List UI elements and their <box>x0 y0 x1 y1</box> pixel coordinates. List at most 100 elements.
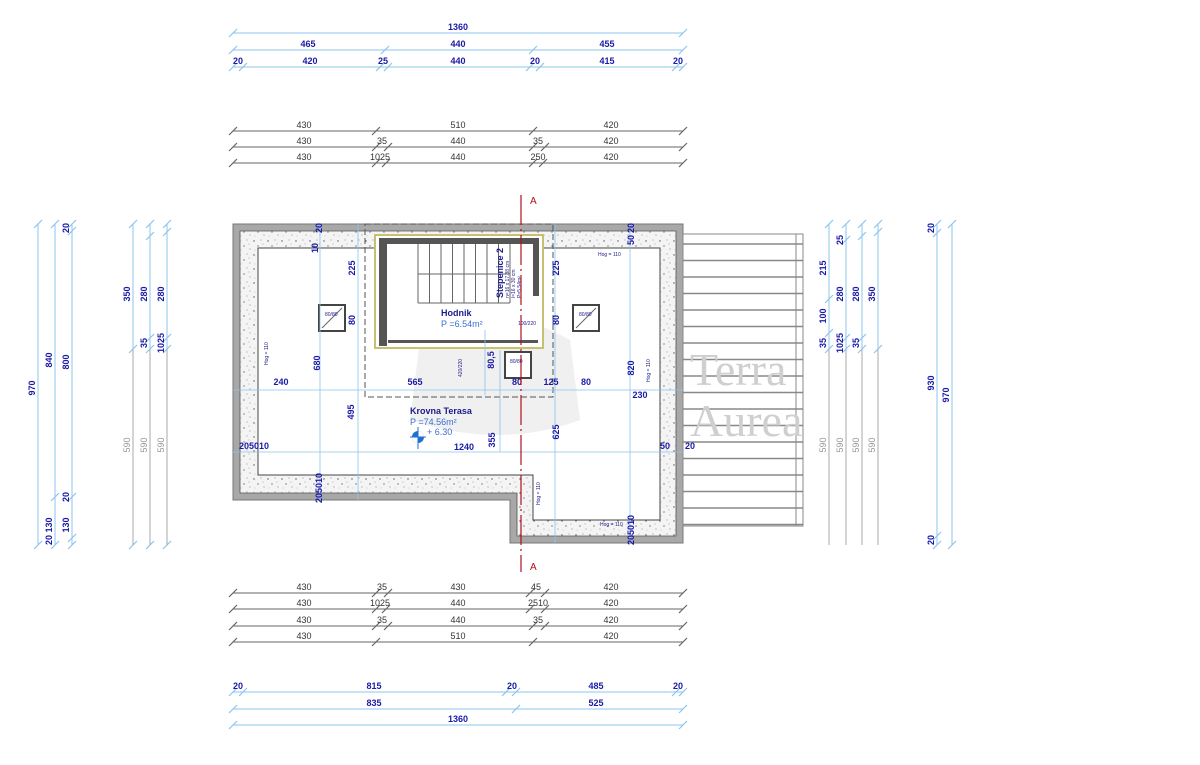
dimension-tick <box>525 588 535 598</box>
dimension-label: 2510 <box>528 598 548 608</box>
dimension-tick <box>228 45 238 55</box>
dimension-tick <box>238 62 248 72</box>
right-gray-dim: 590 <box>818 349 830 545</box>
right-gray-dim: 590 <box>851 349 863 545</box>
dimension-label: 215 <box>818 260 828 275</box>
dimension-tick <box>528 126 538 136</box>
dimension-tick <box>162 333 172 343</box>
interior-dimension-label: 420/220 <box>458 359 464 377</box>
left-outer-970: 970 <box>27 219 43 550</box>
parapet-height-label: Hog = 110 <box>264 342 270 365</box>
dimension-tick <box>33 219 43 229</box>
skylight-left: 80/80 <box>318 304 346 332</box>
section-line-a: A A <box>520 195 537 573</box>
dimension-label: 440 <box>450 136 465 146</box>
dimension-label: 420 <box>603 598 618 608</box>
room-area-krovna-terasa: P =74.56m² <box>410 417 457 427</box>
dimension-tick <box>841 333 851 343</box>
dimension-label: 250 <box>530 152 545 162</box>
stair-label: Stepenice 2 n=16 x 17.38 cm l=16 x 30 cm… <box>495 248 523 298</box>
parapet-height-label: Hog = 110 <box>536 482 542 505</box>
dimension-tick <box>841 235 851 245</box>
dimension-label: 430 <box>296 152 311 162</box>
dimension-tick <box>228 588 238 598</box>
dimension-tick <box>678 604 688 614</box>
dimension-label: 130 <box>44 517 54 532</box>
interior-dimension-label: 495 <box>346 404 356 419</box>
dimension-label: 840 <box>44 352 54 367</box>
interior-dimension-label: 80 <box>347 315 357 325</box>
dimension-tick <box>501 687 511 697</box>
dimension-tick <box>67 219 77 229</box>
dimension-label: 420 <box>603 615 618 625</box>
dimension-label: 1360 <box>448 22 468 32</box>
dimension-tick <box>383 62 393 72</box>
dimension-label: 280 <box>156 286 166 301</box>
left-inner-1: 350 <box>122 219 138 550</box>
interior-dimension-label: 820 <box>626 360 636 375</box>
dimension-label: 430 <box>296 582 311 592</box>
dimension-tick <box>932 228 942 238</box>
dimension-label: 415 <box>599 56 614 66</box>
dimension-tick <box>538 158 548 168</box>
dimension-tick <box>857 231 867 241</box>
svg-text:80/80: 80/80 <box>579 312 592 318</box>
dimension-label: 1360 <box>448 714 468 724</box>
dimension-label: 20 <box>926 223 936 233</box>
dimension-label: 35 <box>377 136 387 146</box>
dimension-tick <box>678 588 688 598</box>
dimension-tick <box>145 219 155 229</box>
dimension-label: 835 <box>366 698 381 708</box>
dimension-tick <box>528 637 538 647</box>
interior-dimension-label: 80 <box>581 377 591 387</box>
dimension-tick <box>128 219 138 229</box>
dimension-tick <box>540 142 550 152</box>
dimension-label: 280 <box>851 286 861 301</box>
dimension-tick <box>947 219 957 229</box>
dimension-tick <box>371 126 381 136</box>
dimension-tick <box>228 62 238 72</box>
dimension-label: 455 <box>599 39 614 49</box>
room-name-hodnik: Hodnik <box>441 308 472 318</box>
dimension-tick <box>873 227 883 237</box>
dimension-tick <box>932 531 942 541</box>
dimension-label: 465 <box>300 39 315 49</box>
right-gray-dim: 590 <box>835 349 847 545</box>
dimension-tick <box>678 704 688 714</box>
dimension-tick <box>824 328 834 338</box>
dimension-tick <box>228 687 238 697</box>
dimension-tick <box>228 158 238 168</box>
dimension-label: 130 <box>61 517 71 532</box>
dimension-tick <box>50 219 60 229</box>
svg-text:Stepenice 2: Stepenice 2 <box>495 248 505 298</box>
left-gray-dim: 590 <box>156 349 168 545</box>
section-mark-bottom: A <box>530 562 537 573</box>
dimension-tick <box>528 142 538 152</box>
dimension-label: 510 <box>450 120 465 130</box>
dimension-label: 440 <box>450 615 465 625</box>
dimension-tick <box>228 604 238 614</box>
interior-dimension-label: 205010 <box>314 473 324 503</box>
dimension-label: 35 <box>139 338 149 348</box>
dimension-tick <box>238 687 248 697</box>
dimension-label: 35 <box>377 615 387 625</box>
interior-dimension-label: 1240 <box>454 442 474 452</box>
room-area-hodnik: P =6.54m² <box>441 319 483 329</box>
svg-text:590: 590 <box>139 437 149 452</box>
dimension-tick <box>528 45 538 55</box>
dimension-tick <box>671 687 681 697</box>
dimension-label: 430 <box>296 120 311 130</box>
dimension-tick <box>873 219 883 229</box>
terrace-railing <box>682 233 804 527</box>
dimension-tick <box>228 637 238 647</box>
dimension-label: 420 <box>302 56 317 66</box>
dimension-tick <box>678 158 688 168</box>
